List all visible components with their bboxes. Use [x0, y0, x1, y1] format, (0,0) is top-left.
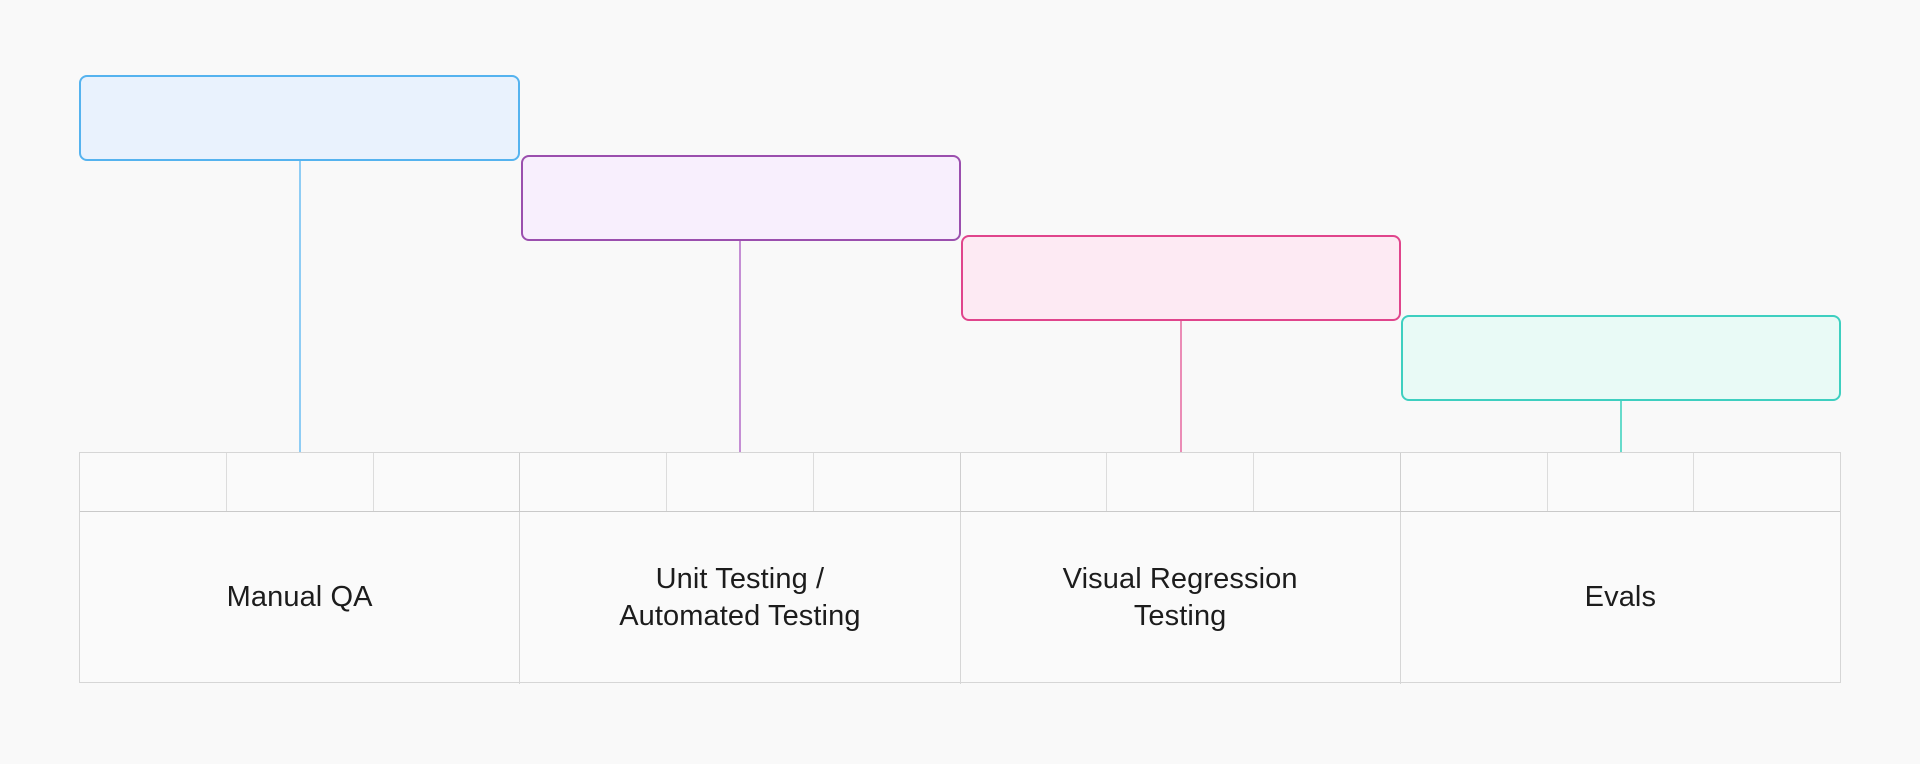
- timeline-label-cell-manual-qa[interactable]: Manual QA: [80, 512, 521, 684]
- timeline-label-cell-unit-automated-testing[interactable]: Unit Testing / Automated Testing: [520, 512, 961, 684]
- tick-cell: [1401, 453, 1548, 511]
- tick-cell: [1254, 453, 1401, 511]
- timeline-tick-row: [80, 453, 1840, 512]
- tick-cell: [667, 453, 814, 511]
- tick-cell: [1548, 453, 1695, 511]
- stage-box-unit-automated-testing[interactable]: [521, 155, 961, 241]
- tick-cell: [80, 453, 227, 511]
- tick-cell: [1694, 453, 1840, 511]
- stage-label: Evals: [1584, 581, 1657, 614]
- timeline-label-cell-evals[interactable]: Evals: [1401, 512, 1840, 684]
- stage-label: Manual QA: [226, 581, 373, 614]
- tick-cell: [227, 453, 374, 511]
- tick-cell: [961, 453, 1108, 511]
- stage-label: Visual Regression Testing: [1062, 562, 1298, 632]
- connector-line-visual-regression-testing: [1180, 321, 1182, 512]
- tick-cell: [374, 453, 521, 511]
- stage-box-visual-regression-testing[interactable]: [961, 235, 1401, 321]
- timeline-label-cell-visual-regression-testing[interactable]: Visual Regression Testing: [961, 512, 1401, 684]
- stage-box-evals[interactable]: [1401, 315, 1841, 401]
- connector-line-unit-automated-testing: [739, 241, 741, 512]
- stage-label: Unit Testing / Automated Testing: [619, 562, 861, 632]
- timeline-label-row: Manual QA Unit Testing / Automated Testi…: [80, 512, 1840, 684]
- tick-cell: [1107, 453, 1254, 511]
- connector-line-manual-qa: [299, 161, 301, 512]
- tick-cell: [520, 453, 667, 511]
- tick-cell: [814, 453, 961, 511]
- stage-box-manual-qa[interactable]: [79, 75, 520, 161]
- timeline-grid: Manual QA Unit Testing / Automated Testi…: [79, 452, 1841, 684]
